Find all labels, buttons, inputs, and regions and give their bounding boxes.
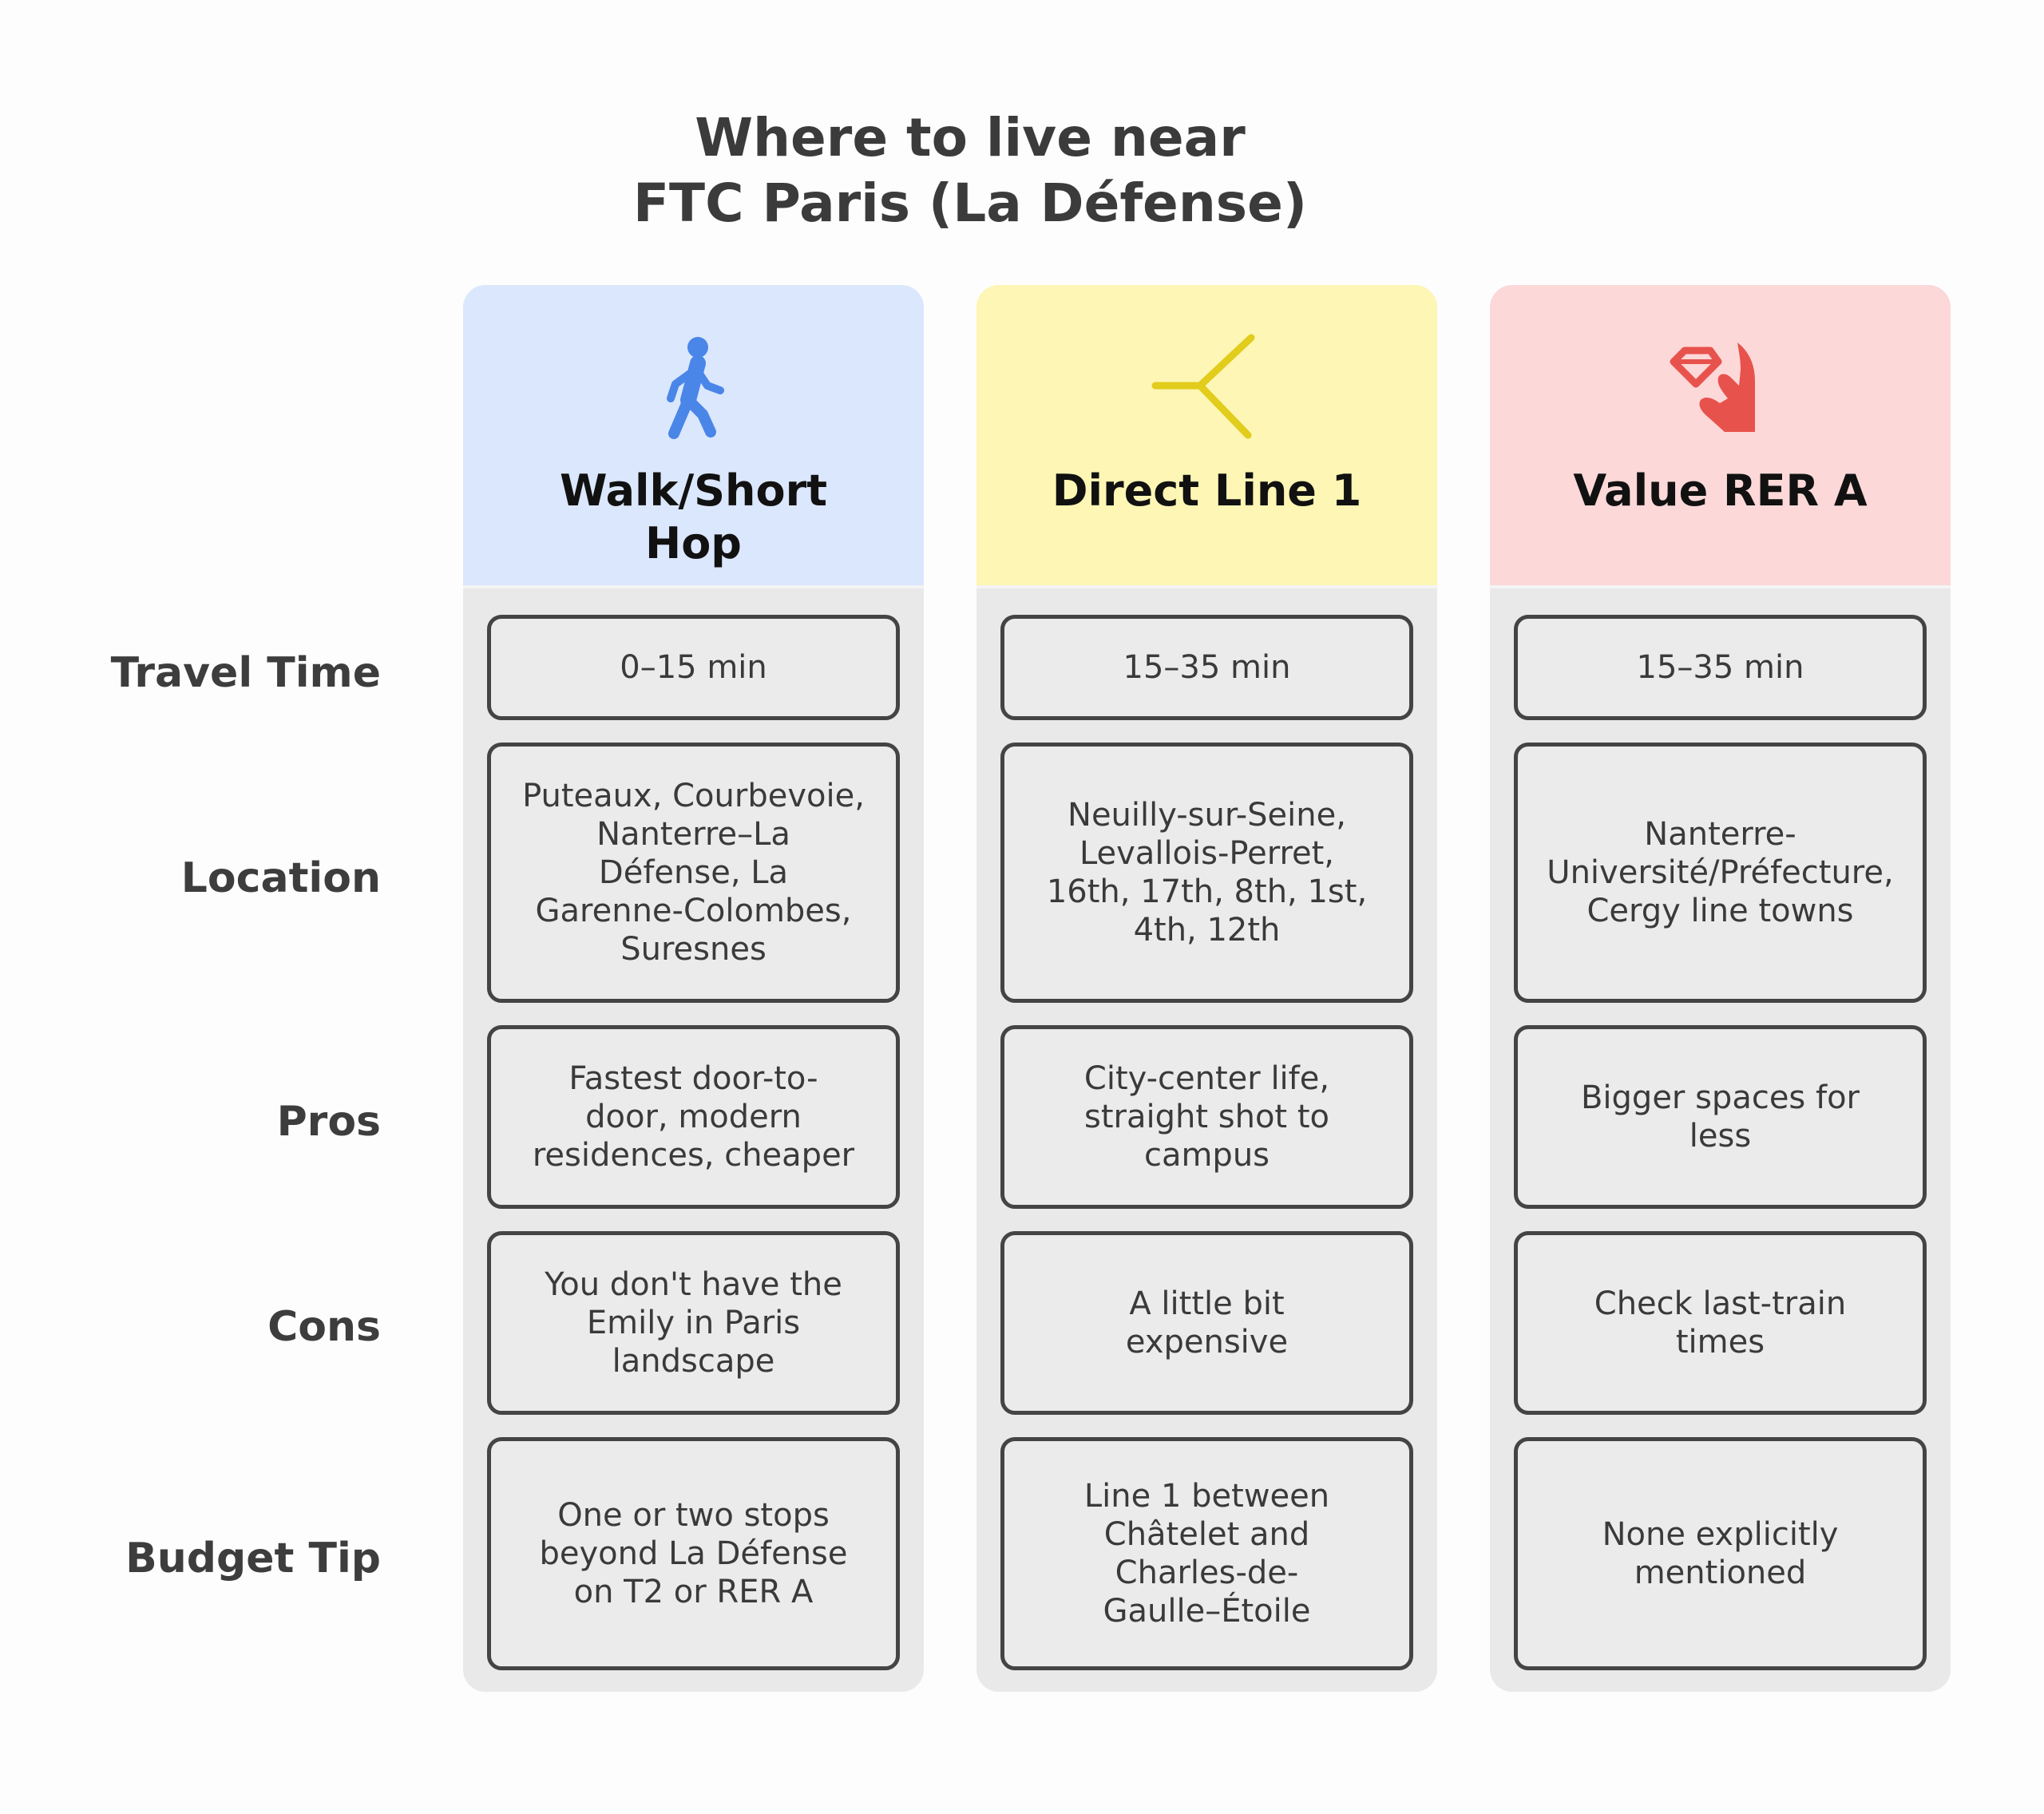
cell-line1-cons: A little bit expensive [1000,1231,1413,1415]
cell-text: Bigger spaces for less [1580,1079,1860,1155]
column-title-rer: Value RER A [1506,465,1935,517]
cell-text: 0–15 min [620,649,767,686]
column-title-rer-line-1: Value RER A [1573,465,1868,516]
cell-text: Nanterre- Université/Préfecture, Cergy l… [1547,816,1894,929]
cell-text: Fastest door-to- door, modern residences… [532,1060,855,1174]
column-header-walk: Walk/Short Hop [463,285,924,588]
column-walk-short-hop: Walk/Short Hop 0–15 min Puteaux, Courbev… [463,285,924,1692]
cell-text: None explicitly mentioned [1602,1516,1839,1591]
row-label-pros: Pros [276,1098,381,1146]
column-title-walk-line-2: Hop [645,518,742,568]
row-label-budget-tip: Budget Tip [125,1535,381,1582]
cell-line1-travel-time: 15–35 min [1000,615,1413,720]
cell-line1-location: Neuilly-sur-Seine, Levallois-Perret, 16t… [1000,743,1413,1003]
cell-text: One or two stops beyond La Défense on T2… [539,1497,848,1610]
cell-text: Puteaux, Courbevoie, Nanterre–La Défense… [522,778,865,968]
title-line-1: Where to live near [695,107,1246,168]
cell-rer-travel-time: 15–35 min [1514,615,1927,720]
title-line-2: FTC Paris (La Défense) [632,172,1308,234]
column-header-line1: Direct Line 1 [976,285,1437,588]
cell-text: Neuilly-sur-Seine, Levallois-Perret, 16t… [1046,797,1368,949]
row-label-location: Location [180,854,381,902]
column-header-rer: Value RER A [1490,285,1951,588]
cell-walk-pros: Fastest door-to- door, modern residences… [487,1025,900,1209]
cell-rer-pros: Bigger spaces for less [1514,1025,1927,1209]
column-title-line1-line-1: Direct Line 1 [1052,465,1362,516]
row-label-travel-time: Travel Time [110,649,381,697]
column-direct-line-1: Direct Line 1 15–35 min Neuilly-sur-Sein… [976,285,1437,1692]
cell-walk-cons: You don't have the Emily in Paris landsc… [487,1231,900,1415]
cell-text: 15–35 min [1636,649,1804,686]
cell-line1-pros: City-center life, straight shot to campu… [1000,1025,1413,1209]
cell-walk-budget-tip: One or two stops beyond La Défense on T2… [487,1437,900,1670]
column-value-rer-a: Value RER A 15–35 min Nanterre- Universi… [1490,285,1951,1692]
cell-rer-cons: Check last-train times [1514,1231,1927,1415]
cell-line1-budget-tip: Line 1 between Châtelet and Charles-de- … [1000,1437,1413,1670]
cell-text: A little bit expensive [1125,1285,1289,1360]
cell-walk-travel-time: 0–15 min [487,615,900,720]
cell-text: Line 1 between Châtelet and Charles-de- … [1083,1478,1330,1630]
cell-text: City-center life, straight shot to campu… [1083,1060,1330,1174]
column-title-line1: Direct Line 1 [992,465,1421,517]
cell-rer-location: Nanterre- Université/Préfecture, Cergy l… [1514,743,1927,1003]
column-title-walk: Walk/Short Hop [479,465,908,570]
cell-walk-location: Puteaux, Courbevoie, Nanterre–La Défense… [487,743,900,1003]
pedestrian-icon [666,337,724,439]
row-label-cons: Cons [267,1303,381,1351]
cell-text: 15–35 min [1123,649,1291,686]
cell-rer-budget-tip: None explicitly mentioned [1514,1437,1927,1670]
column-title-walk-line-1: Walk/Short [559,465,828,516]
cell-text: Check last-train times [1594,1285,1847,1360]
hand-diamond-icon [1670,343,1755,432]
cell-text: You don't have the Emily in Paris landsc… [545,1266,842,1380]
merge-icon [1151,334,1254,439]
diagram-title: Where to live near FTC Paris (La Défense… [0,105,1940,236]
